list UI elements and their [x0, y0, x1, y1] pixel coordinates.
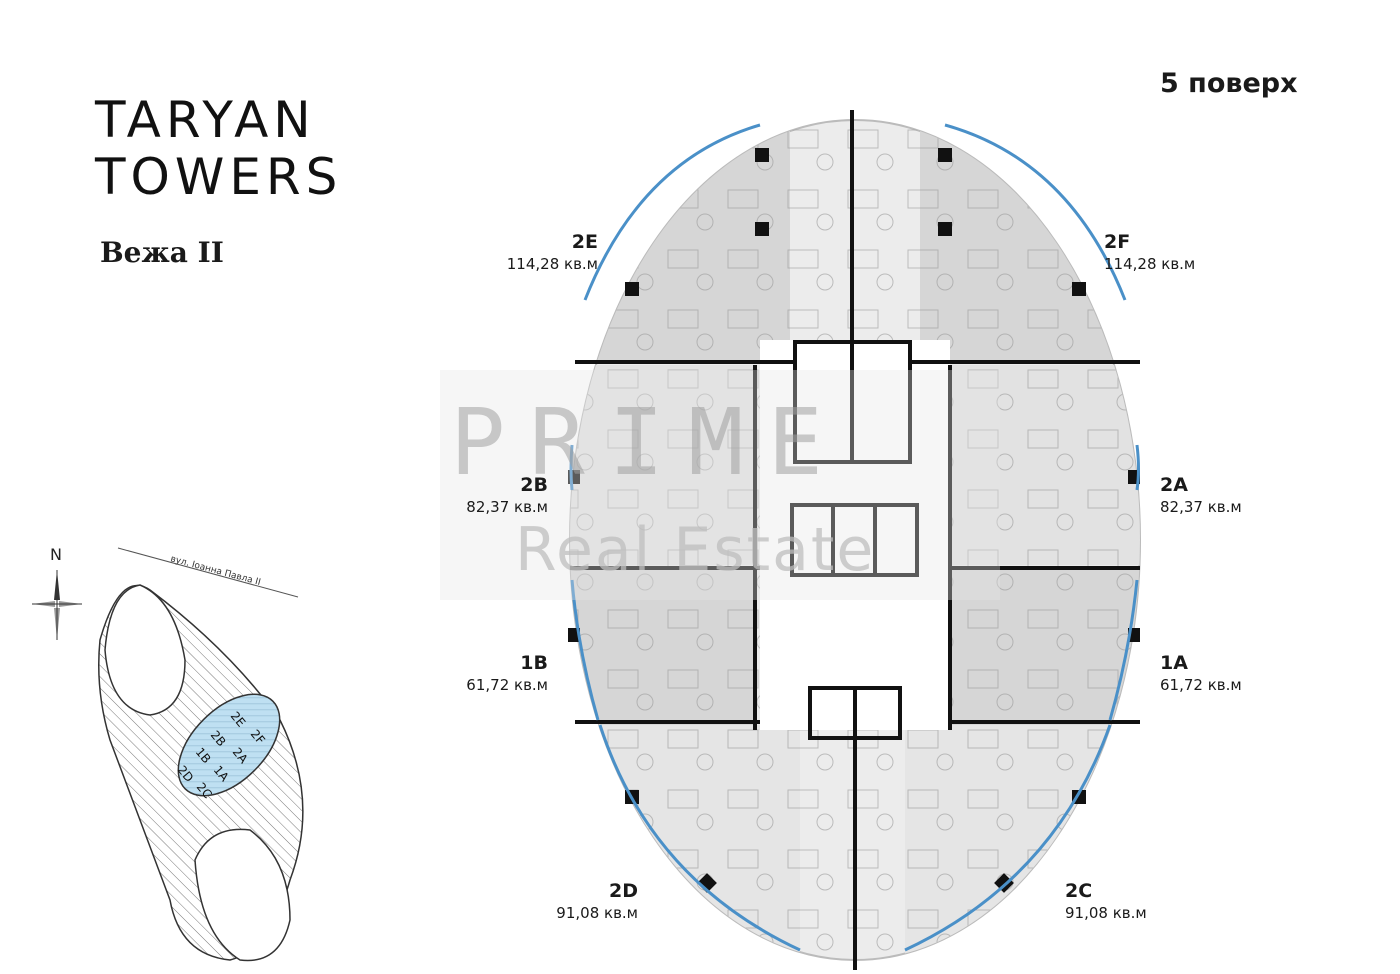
compass-north-label: N	[50, 545, 62, 564]
logo-line-1: TARYAN	[95, 91, 316, 149]
apartment-label-2C[interactable]: 2C 91,08 кв.м	[1065, 880, 1175, 924]
tower-3-outline	[194, 828, 291, 962]
apartment-code: 2E	[571, 231, 598, 253]
apartment-code: 1B	[520, 652, 548, 674]
apartment-label-2A[interactable]: 2A 82,37 кв.м	[1160, 474, 1270, 518]
apartment-area: 82,37 кв.м	[1160, 498, 1242, 516]
watermark-tagline: Real Estate	[515, 515, 876, 585]
apartment-code: 2B	[520, 474, 548, 496]
apartment-label-2F[interactable]: 2F 114,28 кв.м	[1104, 231, 1224, 275]
logo-line-2: TOWERS	[95, 148, 343, 206]
apartment-label-2B[interactable]: 2B 82,37 кв.м	[438, 474, 548, 518]
apartment-code: 2F	[1104, 231, 1131, 253]
apartment-code: 2C	[1065, 880, 1093, 902]
apartment-label-1B[interactable]: 1B 61,72 кв.м	[438, 652, 548, 696]
floor-title: 5 поверх	[1160, 68, 1298, 99]
tower-1-outline	[104, 584, 186, 716]
apartment-area: 114,28 кв.м	[1104, 255, 1196, 273]
apartment-code: 2D	[609, 880, 638, 902]
apartment-code: 1A	[1160, 652, 1188, 674]
watermark-brand: PRIME	[450, 389, 847, 496]
tower-2-highlight	[177, 693, 281, 797]
apartment-label-2E[interactable]: 2E 114,28 кв.м	[480, 231, 598, 275]
street-label: вул. Іоанна Павла II	[169, 554, 261, 588]
compass-icon	[32, 570, 82, 640]
apartment-area: 91,08 кв.м	[1065, 904, 1147, 922]
apartment-area: 114,28 кв.м	[506, 255, 598, 273]
apartment-code: 2A	[1160, 474, 1188, 496]
brand-logo: TARYAN TOWERS	[95, 91, 343, 206]
street-line	[117, 547, 299, 598]
apartment-label-1A[interactable]: 1A 61,72 кв.м	[1160, 652, 1270, 696]
apartment-area: 82,37 кв.м	[466, 498, 548, 516]
apartment-area: 61,72 кв.м	[1160, 676, 1242, 694]
apartment-label-2D[interactable]: 2D 91,08 кв.м	[528, 880, 638, 924]
tower-title: Вежа II	[100, 236, 224, 269]
apartment-area: 61,72 кв.м	[466, 676, 548, 694]
apartment-area: 91,08 кв.м	[556, 904, 638, 922]
